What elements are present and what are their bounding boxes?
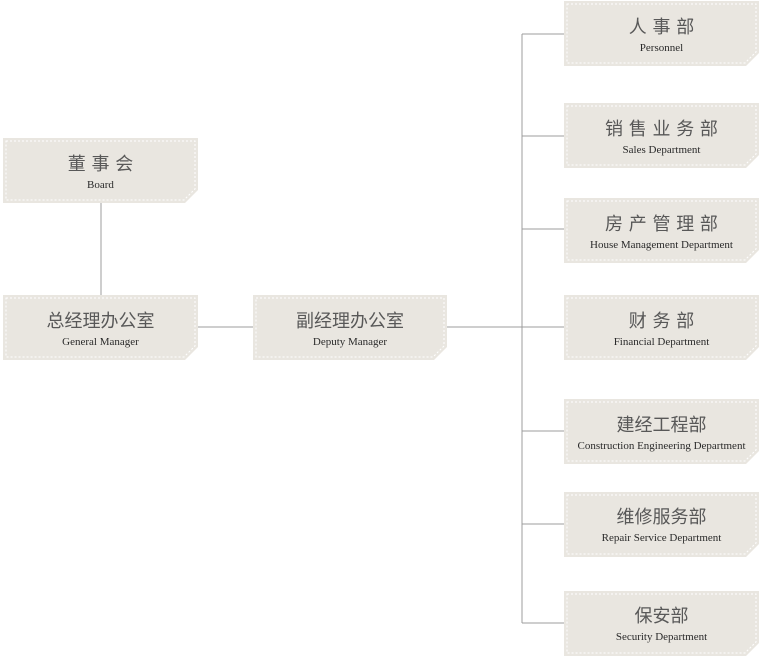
general-manager-box: [3, 295, 198, 360]
board-title: 董 事 会: [67, 154, 134, 175]
personnel-subtitle: Personnel: [639, 42, 684, 54]
sales-title: 销 售 业 务 部: [605, 119, 718, 140]
financial-node: 财 务 部 Financial Department: [564, 313, 759, 348]
repair-node: 维修服务部 Repair Service Department: [564, 509, 759, 544]
repair-subtitle: Repair Service Department: [601, 532, 722, 544]
security-box: [564, 591, 759, 656]
deputy-manager-title: 副经理办公室: [296, 311, 404, 332]
repair-box: [564, 492, 759, 557]
repair-title: 维修服务部: [616, 507, 707, 528]
financial-subtitle: Financial Department: [613, 336, 710, 348]
house-management-box: [564, 198, 759, 263]
general-manager-title: 总经理办公室: [46, 311, 155, 332]
sales-subtitle: Sales Department: [622, 144, 701, 156]
financial-title: 财 务 部: [628, 311, 695, 332]
security-title: 保安部: [634, 606, 689, 627]
board-box: [3, 138, 198, 203]
house-management-subtitle: House Management Department: [590, 239, 733, 251]
general-manager-node: 总经理办公室 General Manager: [3, 313, 198, 348]
deputy-manager-subtitle: Deputy Manager: [312, 336, 388, 348]
sales-box: [564, 103, 759, 168]
personnel-title: 人 事 部: [628, 17, 695, 38]
construction-box: [564, 399, 759, 464]
security-node: 保安部 Security Department: [564, 608, 759, 643]
board-subtitle: Board: [87, 179, 114, 191]
construction-subtitle: Construction Engineering Department: [577, 440, 746, 452]
board-node: 董 事 会 Board: [3, 156, 198, 191]
construction-node: 建经工程部 Construction Engineering Departmen…: [564, 417, 759, 452]
financial-box: [564, 295, 759, 360]
sales-node: 销 售 业 务 部 Sales Department: [564, 121, 759, 156]
personnel-node: 人 事 部 Personnel: [564, 19, 759, 54]
personnel-box: [564, 1, 759, 66]
deputy-manager-box: [253, 295, 447, 360]
house-management-node: 房 产 管 理 部 House Management Department: [564, 216, 759, 251]
deputy-manager-node: 副经理办公室 Deputy Manager: [253, 313, 447, 348]
general-manager-subtitle: General Manager: [62, 336, 139, 348]
construction-title: 建经工程部: [616, 415, 707, 436]
house-management-title: 房 产 管 理 部: [605, 214, 718, 235]
security-subtitle: Security Department: [615, 631, 708, 643]
